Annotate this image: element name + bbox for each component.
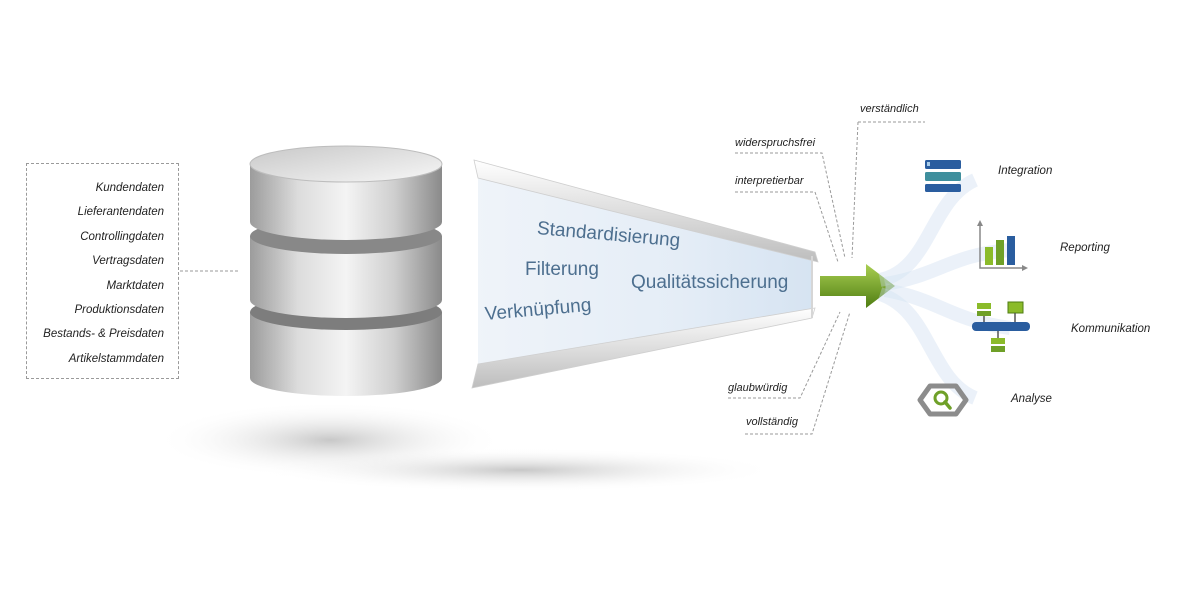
quality-connectors: [728, 121, 925, 435]
funnel-shadow: [260, 448, 780, 492]
database-icon: [249, 145, 443, 396]
output-streams: [877, 173, 1011, 405]
quality-label-interpretierbar: interpretierbar: [735, 175, 804, 187]
output-arrow: [820, 264, 895, 308]
funnel-label-qualitaetssicherung: Qualitätssicherung: [631, 272, 789, 293]
output-label-analyse: Analyse: [1011, 393, 1052, 405]
source-item: Vertragsdaten: [92, 255, 164, 268]
source-item: Lieferantendaten: [77, 206, 164, 219]
quality-label-glaubwuerdig: glaubwürdig: [728, 382, 788, 394]
source-list-box: Kundendaten Lieferantendaten Controlling…: [26, 163, 179, 379]
reporting-icon: [977, 220, 1028, 271]
output-label-integration: Integration: [998, 165, 1053, 177]
analyse-icon: [917, 383, 969, 417]
funnel-label-filterung: Filterung: [525, 259, 599, 280]
funnel-shape: [471, 159, 819, 389]
source-item: Marktdaten: [106, 279, 164, 292]
integration-icon: [925, 160, 961, 192]
source-item: Produktionsdaten: [74, 303, 164, 316]
quality-label-vollstaendig: vollständig: [746, 416, 798, 428]
output-label-reporting: Reporting: [1060, 242, 1110, 254]
quality-label-verstaendlich: verständlich: [860, 103, 919, 115]
source-list: Kundendaten Lieferantendaten Controlling…: [43, 178, 164, 373]
kommunikation-icon: [972, 301, 1030, 352]
source-item: Bestands- & Preisdaten: [43, 328, 164, 341]
source-item: Controllingdaten: [80, 230, 164, 243]
output-label-kommunikation: Kommunikation: [1071, 323, 1151, 335]
quality-label-widerspruchsfrei: widerspruchsfrei: [735, 137, 816, 149]
source-item: Kundendaten: [95, 182, 164, 194]
source-item: Artikelstammdaten: [68, 352, 164, 365]
